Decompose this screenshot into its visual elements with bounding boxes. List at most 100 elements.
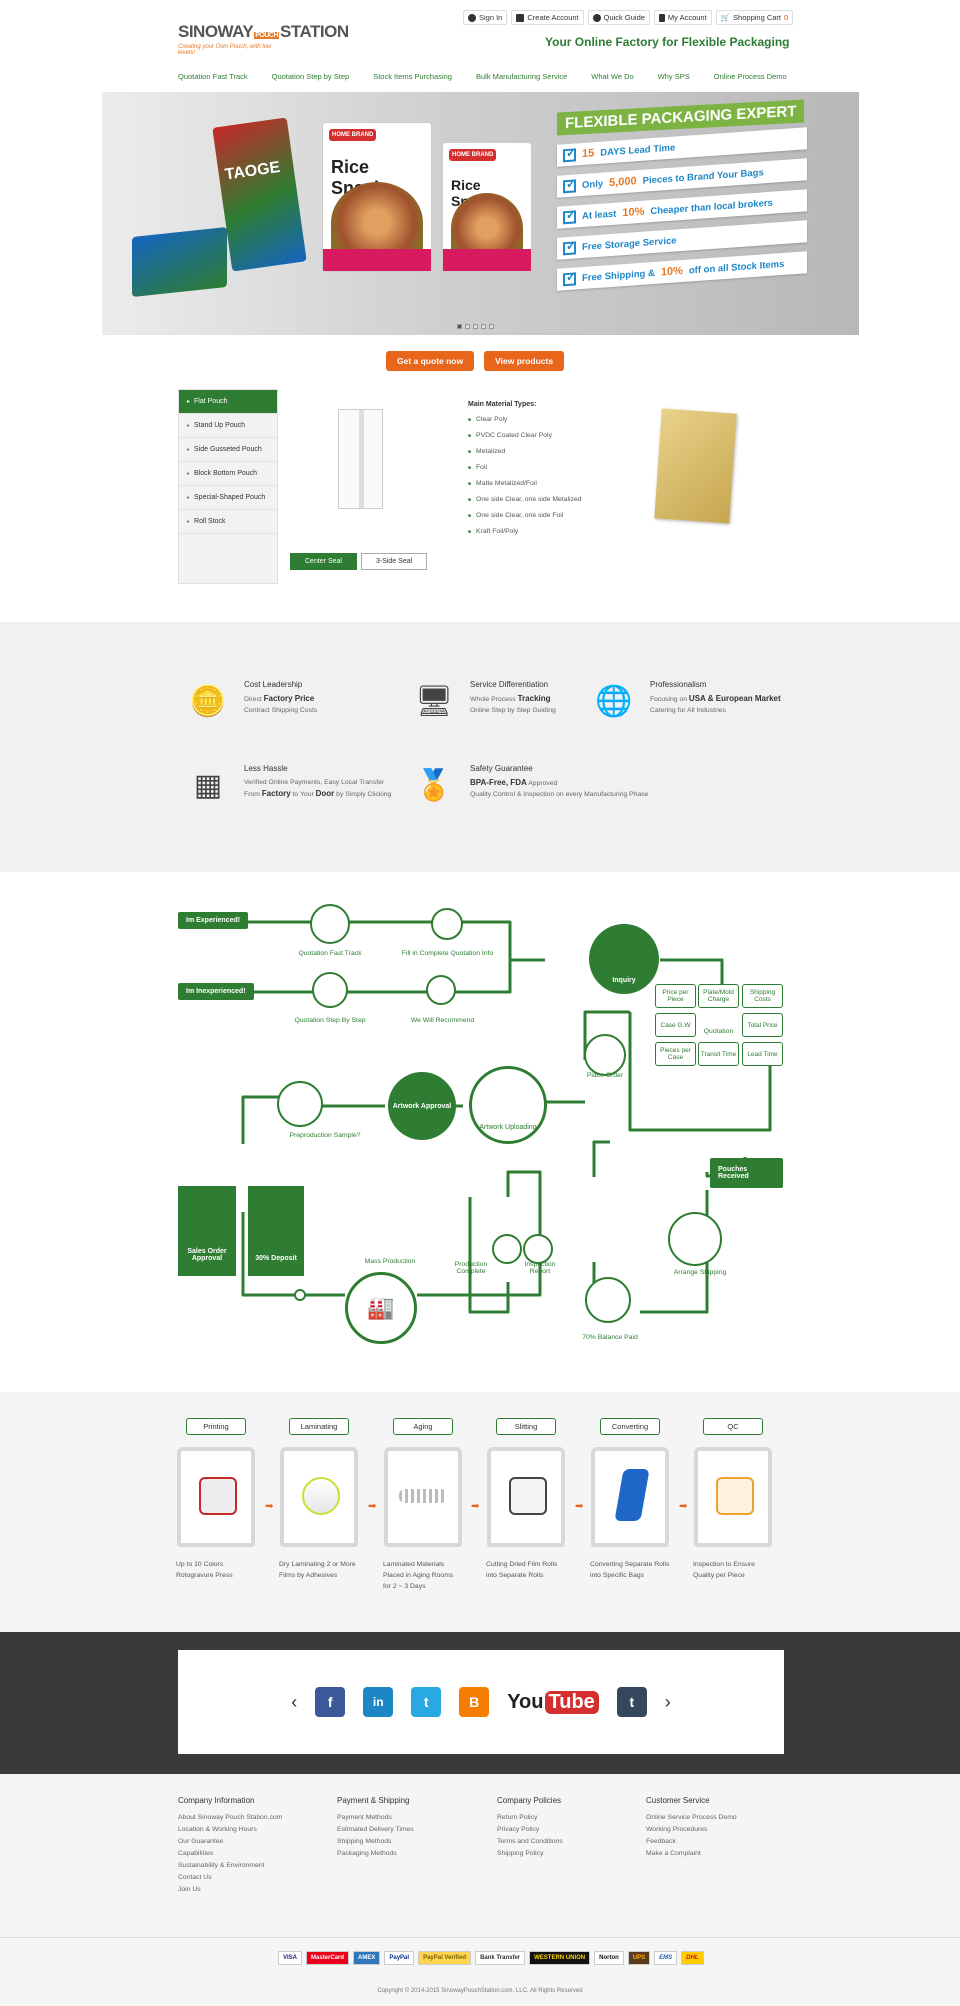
process-step-laminating: Laminating Dry Laminating 2 or More Film… xyxy=(279,1418,359,1581)
slider-dots xyxy=(457,324,494,329)
get-quote-button[interactable]: Get a quote now xyxy=(386,351,475,371)
cloud-check-icon xyxy=(584,1034,626,1076)
nav-online-process-demo[interactable]: Online Process Demo xyxy=(713,72,787,81)
cta-group: Get a quote now View products xyxy=(386,351,565,371)
footer-link[interactable]: Our Guarantee xyxy=(178,1838,224,1845)
sign-in-link[interactable]: Sign In xyxy=(463,10,508,25)
inspection-report-label: Inspection Report xyxy=(524,1261,556,1275)
footer-link[interactable]: Packaging Methods xyxy=(337,1850,397,1857)
process-step-printing: Printing Up to 10 Colors Rotogravure Pre… xyxy=(176,1418,256,1581)
tab-flat-pouch[interactable]: Flat Pouch xyxy=(179,390,277,414)
tab-block-bottom-pouch[interactable]: Block Bottom Pouch xyxy=(179,462,277,486)
slider-dot[interactable] xyxy=(457,324,462,329)
footer-links: Payment Methods Estimated Delivery Times… xyxy=(337,1814,414,1862)
flow-line xyxy=(241,1252,345,1297)
footer-link[interactable]: Payment Methods xyxy=(337,1814,392,1821)
footer-link[interactable]: Estimated Delivery Times xyxy=(337,1826,414,1833)
footer-link[interactable]: Shipping Methods xyxy=(337,1838,392,1845)
footer-link[interactable]: Contact Us xyxy=(178,1874,212,1881)
balance-paid-label: 70% Balance Paid xyxy=(582,1334,638,1341)
blogger-icon[interactable]: B xyxy=(459,1687,490,1717)
tab-side-gusseted-pouch[interactable]: Side Gusseted Pouch xyxy=(179,438,277,462)
hero-banner[interactable]: TAOGE HOME BRAND Rice Snacks HOME BRAND … xyxy=(102,92,859,335)
flow-line xyxy=(583,1010,630,1060)
facebook-icon[interactable]: f xyxy=(315,1687,346,1717)
step-by-step-label[interactable]: Quotation Step By Step xyxy=(294,1017,366,1024)
footer-link[interactable]: About Sinoway Pouch Station.com xyxy=(178,1814,283,1821)
visa-logo: VISA xyxy=(278,1951,303,1965)
footer-link[interactable]: Capabilities xyxy=(178,1850,214,1857)
benefit-highlight: 10% xyxy=(622,205,645,220)
center-seal-button[interactable]: Center Seal xyxy=(290,553,357,570)
footer-link[interactable]: Terms and Conditions xyxy=(497,1838,563,1845)
slider-dot[interactable] xyxy=(473,324,478,329)
tab-stand-up-pouch[interactable]: Stand Up Pouch xyxy=(179,414,277,438)
experienced-button[interactable]: Im Experienced! xyxy=(178,912,249,929)
twitter-icon[interactable]: t xyxy=(411,1687,442,1717)
footer-heading: Customer Service xyxy=(646,1796,710,1805)
rice-snacks-pouch-image-small: HOME BRAND Rice Snacks xyxy=(442,142,532,272)
feature-emphasis: Factory xyxy=(261,789,291,798)
footer-link[interactable]: Location & Working Hours xyxy=(178,1826,257,1833)
quick-guide-link[interactable]: Quick Guide xyxy=(587,10,650,25)
flow-line xyxy=(592,1140,610,1177)
quick-guide-label: Quick Guide xyxy=(603,13,645,22)
footer-link[interactable]: Shipping Policy xyxy=(497,1850,544,1857)
nav-quotation-fast-track[interactable]: Quotation Fast Track xyxy=(178,72,248,81)
help-icon xyxy=(592,13,601,22)
feature-emphasis: Door xyxy=(315,789,335,798)
nav-why-sps[interactable]: Why SPS xyxy=(657,72,690,81)
view-products-button[interactable]: View products xyxy=(484,351,565,371)
monitor-chart-icon: 🖥 xyxy=(414,684,454,718)
tumblr-icon[interactable]: t xyxy=(616,1687,647,1717)
chevron-left-icon[interactable]: ‹ xyxy=(291,1691,298,1712)
footer-link[interactable]: Privacy Policy xyxy=(497,1826,540,1833)
nav-quotation-step-by-step[interactable]: Quotation Step by Step xyxy=(271,72,350,81)
feature-title: Less Hassle xyxy=(244,764,288,773)
nav-what-we-do[interactable]: What We Do xyxy=(591,72,634,81)
nav-stock-items[interactable]: Stock Items Purchasing xyxy=(373,72,452,81)
benefit-highlight: 15 xyxy=(582,147,595,160)
dollar-document-icon xyxy=(310,904,350,944)
chevron-right-icon[interactable]: › xyxy=(664,1691,671,1712)
footer-link[interactable]: Return Policy xyxy=(497,1814,538,1821)
checkbox-icon xyxy=(563,178,576,193)
three-side-seal-button[interactable]: 3-Side Seal xyxy=(360,553,428,570)
material-item: One side Clear, one side Metalized xyxy=(468,492,581,508)
inquiry-node: Inquiry xyxy=(589,924,659,994)
footer-link[interactable]: Join Us xyxy=(178,1886,201,1893)
footer-link[interactable]: Feedback xyxy=(646,1838,676,1845)
footer-link[interactable]: Online Service Process Demo xyxy=(646,1814,737,1821)
fast-track-label[interactable]: Quotation Fast Track xyxy=(298,950,362,957)
slider-dot[interactable] xyxy=(489,324,494,329)
material-item: One side Clear, one side Foil xyxy=(468,508,581,524)
nav-bulk-manufacturing[interactable]: Bulk Manufacturing Service xyxy=(475,72,568,81)
feature-title: Cost Leadership xyxy=(244,680,303,689)
pouch-label: TAOGE xyxy=(223,158,282,184)
feature-service-differentiation: 🖥 Service Differentiation Whole Process … xyxy=(404,680,556,722)
footer-link[interactable]: Make a Complaint xyxy=(646,1850,701,1857)
checkbox-icon xyxy=(563,271,576,286)
paypal-logo: PayPal xyxy=(384,1951,415,1965)
benefit-item: Free Shipping & 10% off on all Stock Ite… xyxy=(557,251,807,291)
pouch-type-tabs: Flat Pouch Stand Up Pouch Side Gusseted … xyxy=(178,389,278,584)
tab-roll-stock[interactable]: Roll Stock xyxy=(179,510,277,534)
material-item: Matte Metalized/Foil xyxy=(468,476,581,492)
footer-link[interactable]: Working Procedures xyxy=(646,1826,708,1833)
slider-dot[interactable] xyxy=(481,324,486,329)
slider-dot[interactable] xyxy=(465,324,470,329)
step-bag xyxy=(280,1447,358,1547)
footer-link[interactable]: Sustainability & Environment xyxy=(178,1862,265,1869)
my-account-label: My Account xyxy=(667,13,707,22)
linkedin-icon[interactable]: in xyxy=(363,1687,394,1717)
tab-special-shaped-pouch[interactable]: Special-Shaped Pouch xyxy=(179,486,277,510)
inexperienced-button[interactable]: Im Inexperienced! xyxy=(178,983,254,1000)
my-account-link[interactable]: My Account xyxy=(653,10,712,25)
create-account-link[interactable]: Create Account xyxy=(511,10,584,25)
western-union-logo: WESTERN UNION xyxy=(529,1951,591,1965)
